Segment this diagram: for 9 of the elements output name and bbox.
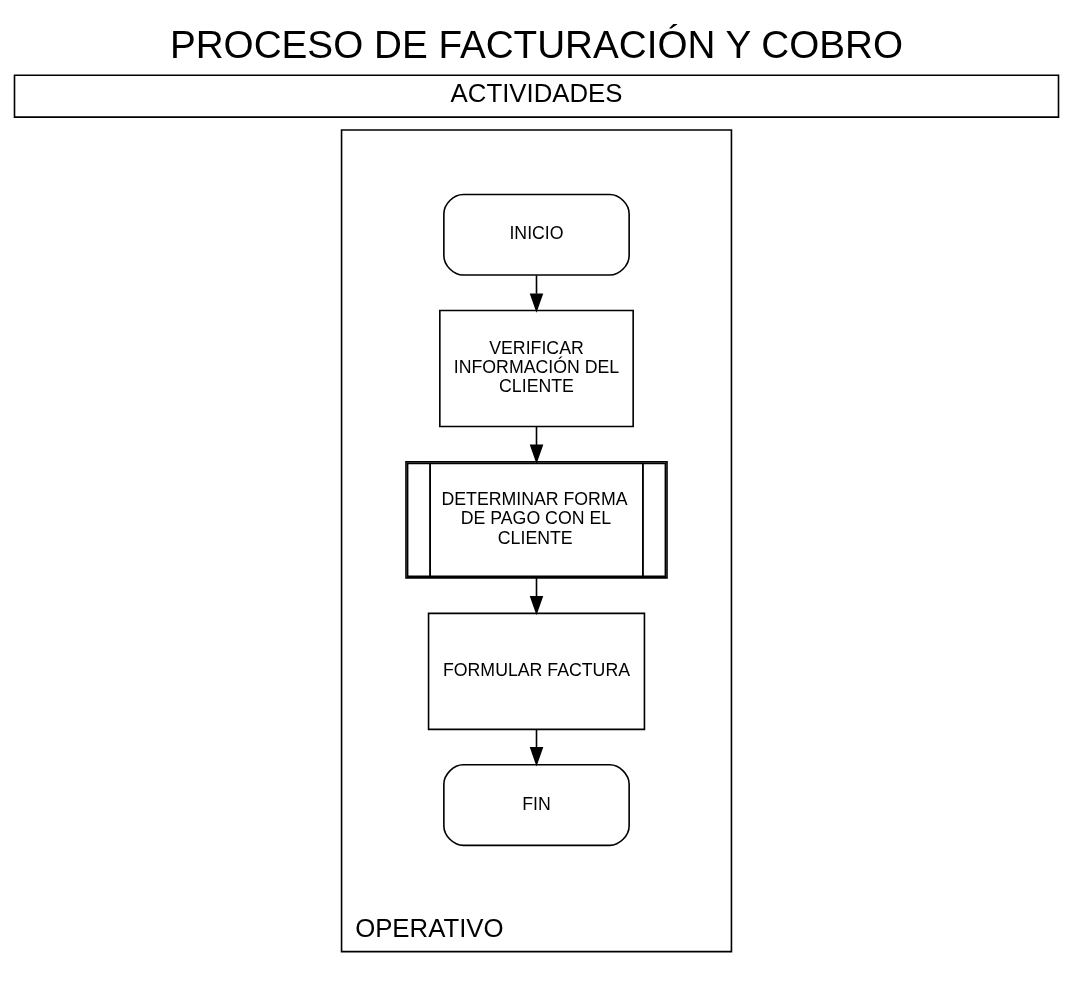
node-box: ACTIVIDADES: [13, 74, 1060, 118]
arrow: [529, 577, 544, 616]
node-box: VERIFICAR INFORMACIÓN DEL CLIENTE: [439, 309, 634, 428]
node-box: INICIO: [443, 193, 630, 276]
diagram-title: PROCESO DE FACTURACIÓN Y COBRO: [169, 22, 904, 66]
node-box: FIN: [443, 763, 630, 847]
arrow: [529, 274, 544, 313]
arrow: [529, 425, 544, 464]
node-box: FORMULAR FACTURA: [427, 612, 646, 731]
